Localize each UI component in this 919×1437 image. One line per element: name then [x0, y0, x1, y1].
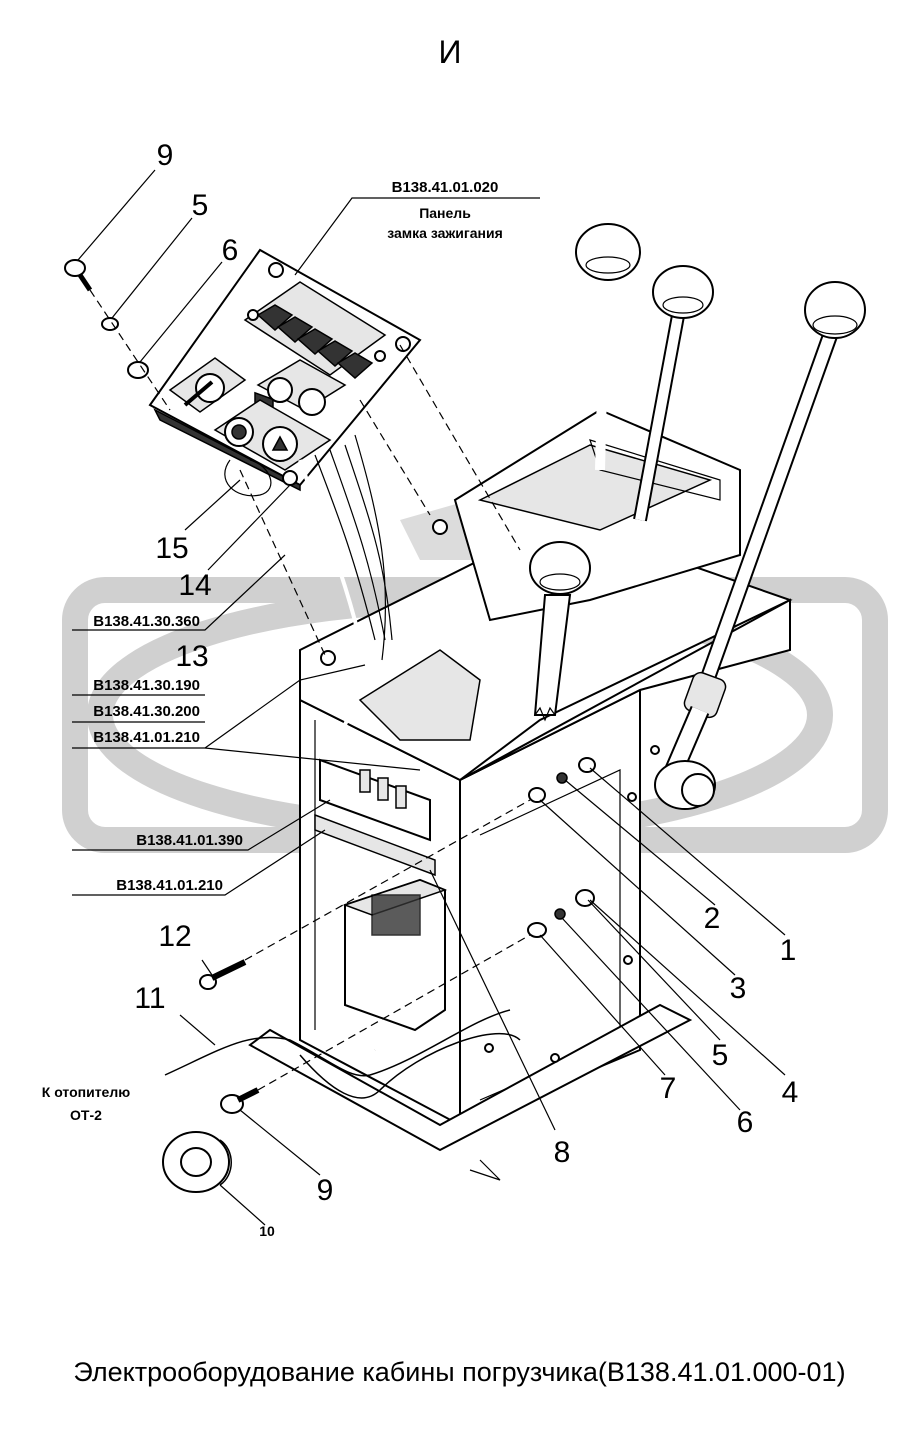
code-390: В138.41.01.390: [136, 832, 243, 849]
ignition-panel: [148, 248, 422, 492]
screw-top: [64, 259, 93, 292]
grommet-10: [162, 1131, 232, 1193]
callout-1: 1: [780, 934, 797, 967]
leader-lines: [72, 169, 786, 1226]
callout-5-top: 5: [192, 189, 209, 222]
callout-9-top: 9: [157, 139, 174, 172]
screw-bottom: [220, 1087, 260, 1114]
callout-2: 2: [704, 902, 721, 935]
callout-8: 8: [554, 1136, 571, 1169]
part-codes: В138.41.30.360 В138.41.30.190 В138.41.30…: [72, 613, 243, 894]
callout-4: 4: [782, 1076, 799, 1109]
heater-note-line1: К отопителю: [42, 1084, 130, 1100]
callout-numbers: 9 5 6 15 14 13 12 11 10 9 8 7 6 5 4 3 2 …: [134, 139, 798, 1239]
wiring-harness: [164, 434, 521, 1099]
callout-15: 15: [155, 532, 188, 565]
heater-note-line2: ОТ-2: [70, 1107, 102, 1123]
washer-6-top: [127, 361, 149, 379]
callout-14: 14: [178, 569, 211, 602]
callout-3: 3: [730, 972, 747, 1005]
rocker-switches: [256, 304, 374, 380]
callout-10: 10: [259, 1223, 275, 1239]
code-200: В138.41.30.200: [93, 703, 200, 720]
callout-6-bottom: 6: [737, 1106, 754, 1139]
panel-code: В138.41.01.020: [392, 179, 499, 196]
callout-7: 7: [660, 1072, 677, 1105]
panel-name-line1: Панель: [419, 205, 471, 221]
diagram-caption: Электрооборудование кабины погрузчика(В1…: [73, 1357, 846, 1387]
callout-13: 13: [175, 640, 208, 673]
panel-name-line2: замка зажигания: [387, 225, 503, 241]
callout-12: 12: [158, 920, 191, 953]
callout-9-bottom: 9: [317, 1174, 334, 1207]
code-210b: В138.41.01.210: [116, 877, 223, 894]
callout-11: 11: [134, 982, 165, 1015]
code-190: В138.41.30.190: [93, 677, 200, 694]
code-360: В138.41.30.360: [93, 613, 200, 630]
heater-note: К отопителю ОТ-2: [42, 1084, 130, 1123]
bolt-12: [199, 959, 247, 990]
control-levers: [529, 223, 866, 810]
callout-6-top: 6: [222, 234, 239, 267]
view-letter: И: [439, 34, 462, 70]
code-210a: В138.41.01.210: [93, 729, 200, 746]
callout-5-bottom: 5: [712, 1039, 729, 1072]
projection-lines: [89, 289, 531, 1091]
panel-label: В138.41.01.020 Панель замка зажигания: [387, 179, 503, 241]
hardware: [64, 259, 596, 1193]
